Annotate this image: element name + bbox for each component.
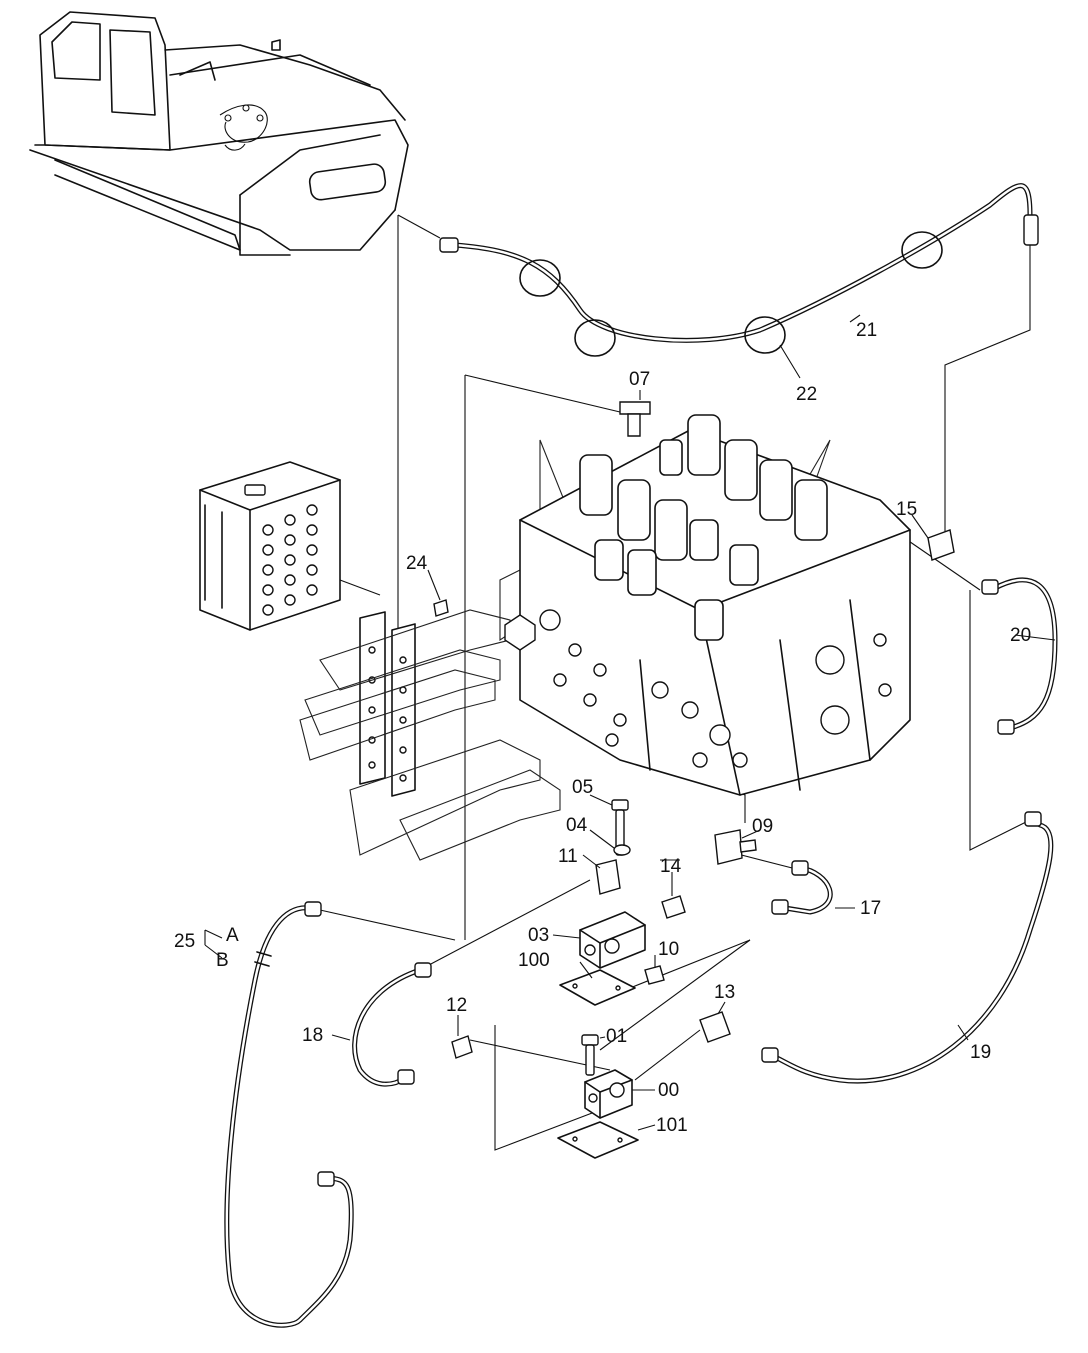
- label-24: 24: [406, 553, 428, 574]
- label-22: 22: [796, 384, 817, 405]
- hose-19: [761, 811, 1054, 1084]
- fitting-15: [927, 529, 955, 561]
- hose-17: [771, 860, 833, 915]
- spool-caps: [579, 414, 828, 641]
- block-00: [584, 1069, 633, 1119]
- label-14: 14: [660, 856, 682, 877]
- washer-04: [613, 844, 631, 856]
- label-03: 03: [528, 925, 549, 946]
- label-09: 09: [752, 816, 773, 837]
- part-labels: 07 15 20 21 22 24 05 04 09 11 14 17 03 1…: [174, 320, 1031, 1136]
- label-11: 11: [558, 846, 578, 867]
- fitting-14: [661, 895, 686, 919]
- valve-face-ports: [504, 609, 892, 768]
- hose-25: [224, 901, 354, 1328]
- label-25: 25: [174, 931, 195, 952]
- fitting-11: [595, 859, 621, 895]
- fitting-12: [451, 1035, 473, 1059]
- label-18: 18: [302, 1025, 323, 1046]
- label-B: B: [216, 950, 229, 971]
- small-valve-block: [199, 461, 341, 631]
- hose-20: [981, 577, 1058, 735]
- fitting-07: [619, 401, 651, 437]
- label-13: 13: [714, 982, 735, 1003]
- plate-101: [557, 1121, 639, 1159]
- label-12: 12: [446, 995, 467, 1016]
- label-01: 01: [606, 1026, 627, 1047]
- fitting-09: [714, 829, 757, 865]
- plate-100: [559, 969, 636, 1006]
- label-04: 04: [566, 815, 588, 836]
- fitting-10: [644, 965, 665, 985]
- label-21: 21: [856, 320, 877, 341]
- label-15: 15: [896, 499, 917, 520]
- hose-18: [352, 962, 432, 1087]
- label-20: 20: [1010, 625, 1031, 646]
- label-19: 19: [970, 1042, 991, 1063]
- label-10: 10: [658, 939, 679, 960]
- block-03: [579, 911, 646, 969]
- label-00: 00: [658, 1080, 679, 1101]
- valve-ports: [262, 504, 318, 616]
- main-control-valve: [504, 414, 911, 796]
- label-101: 101: [656, 1115, 688, 1136]
- label-07: 07: [629, 369, 650, 390]
- bolt-05: [611, 799, 629, 856]
- hose-21: [439, 183, 1039, 343]
- fitting-13: [699, 1011, 731, 1043]
- bolt-01: [581, 1034, 599, 1076]
- label-A: A: [226, 925, 239, 946]
- label-leaders: [204, 314, 1056, 1131]
- clamp-22: [519, 231, 943, 357]
- label-17: 17: [860, 898, 881, 919]
- excavator-illustration: [29, 11, 409, 256]
- label-05: 05: [572, 777, 593, 798]
- label-100: 100: [518, 950, 550, 971]
